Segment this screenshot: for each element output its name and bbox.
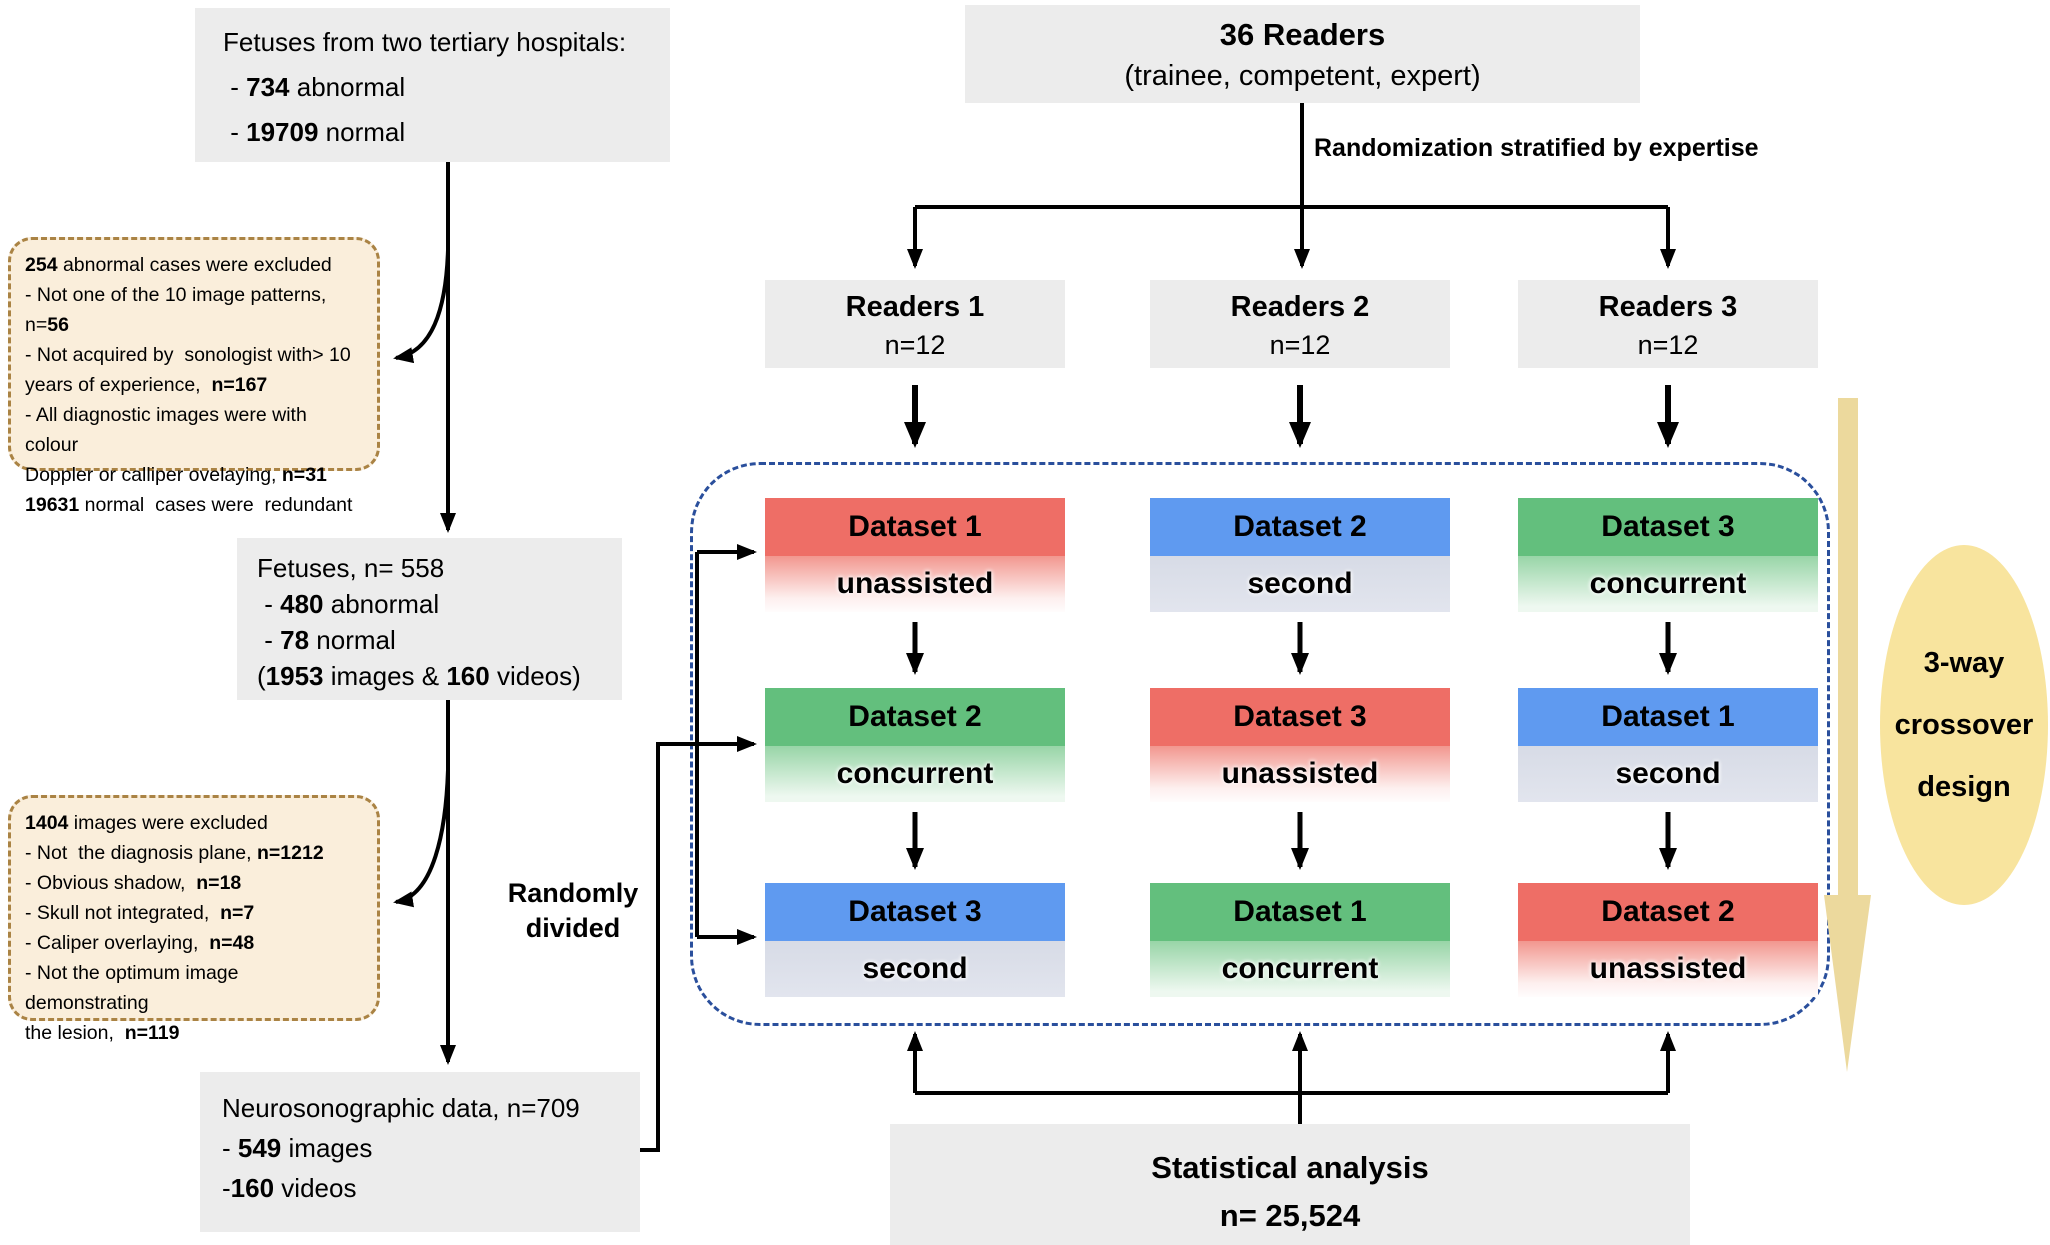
text-line: - 480 abnormal <box>257 589 440 619</box>
text-line: - Obvious shadow, n=18 <box>25 872 242 894</box>
text-line: divided <box>525 913 621 943</box>
dataset-mode: second <box>1150 556 1450 612</box>
readers-group-n: n=12 <box>884 330 946 360</box>
text-line: years of experience, n=167 <box>25 374 268 396</box>
fetuses-box: Fetuses, n= 558 - 480 abnormal - 78 norm… <box>237 538 622 700</box>
readers36-subtitle: (trainee, competent, expert) <box>1124 60 1481 92</box>
text-line: Fetuses from two tertiary hospitals: <box>223 27 627 57</box>
readers-group-title: Readers 2 <box>1230 291 1370 323</box>
dataset-mode: concurrent <box>1518 556 1818 612</box>
dataset-mode: unassisted <box>1518 941 1818 997</box>
dataset-mode: unassisted <box>765 556 1065 612</box>
readers36-box: 36 Readers (trainee, competent, expert) <box>965 5 1640 103</box>
exclusion1-note: 254 abnormal cases were excluded - Not on… <box>8 237 380 516</box>
text-line: -160 videos <box>222 1173 357 1203</box>
stats-title: Statistical analysis <box>1151 1150 1429 1185</box>
text-line: - 19709 normal <box>223 117 406 147</box>
readers-group-n: n=12 <box>1637 330 1699 360</box>
dataset-mode: second <box>765 941 1065 997</box>
dataset-name: Dataset 1 <box>1150 883 1450 941</box>
text-line: - All diagnostic images were with colour <box>25 404 313 456</box>
text-line: Randomly <box>507 878 639 908</box>
text-line: 254 abnormal cases were excluded <box>25 254 332 276</box>
readers-group-n: n=12 <box>1269 330 1331 360</box>
readers36-title: 36 Readers <box>1219 17 1386 52</box>
text-line: - Caliper overlaying, n=48 <box>25 932 255 954</box>
neurosonographic-box: Neurosonographic data, n=709 - 549 images… <box>200 1072 640 1232</box>
crossover-direction-arrow <box>1824 398 1871 1072</box>
text-line: - Skull not integrated, n=7 <box>25 902 255 924</box>
dataset-name: Dataset 3 <box>1518 498 1818 556</box>
dataset-name: Dataset 3 <box>765 883 1065 941</box>
readers-group-title: Readers 1 <box>845 291 985 323</box>
randomly-divided-label: Randomly divided <box>498 876 648 946</box>
text-line: - Not one of the 10 image patterns, n=56 <box>25 284 332 336</box>
exclusion2-note: 1404 images were excluded - Not the diagn… <box>8 795 380 1044</box>
text-line: - 734 abnormal <box>223 72 406 102</box>
crossover-design-ellipse: 3-way crossover design <box>1880 545 2048 905</box>
arrow-to-exclusion1 <box>393 249 450 364</box>
dataset-name: Dataset 2 <box>1150 498 1450 556</box>
dataset-name: Dataset 2 <box>765 688 1065 746</box>
text-line: Doppler or calliper ovelaying, n=31 <box>25 464 327 486</box>
text-line: design <box>1917 771 2011 803</box>
dataset-name: Dataset 3 <box>1150 688 1450 746</box>
text-line: - 549 images <box>222 1133 373 1163</box>
text-line: crossover <box>1894 709 2034 741</box>
text-line: - Not the optimum image demonstrating <box>25 962 244 1014</box>
hospitals-box: Fetuses from two tertiary hospitals: - 7… <box>195 8 670 162</box>
dataset-mode: second <box>1518 746 1818 802</box>
dataset-name: Dataset 1 <box>1518 688 1818 746</box>
readers-group-2: Readers 2 n=12 <box>1150 280 1450 368</box>
arrow-to-exclusion2 <box>393 769 450 908</box>
statistical-analysis-box: Statistical analysis n= 25,524 <box>890 1124 1690 1245</box>
dataset-name: Dataset 2 <box>1518 883 1818 941</box>
randomization-label: Randomization stratified by expertise <box>1314 134 1759 162</box>
text-line: - 78 normal <box>257 625 396 655</box>
text-line: - Not the diagnosis plane, n=1212 <box>25 842 324 864</box>
text-line: 19631 normal cases were redundant <box>25 494 353 516</box>
dataset-mode: unassisted <box>1150 746 1450 802</box>
dataset-mode: concurrent <box>765 746 1065 802</box>
text-line: the lesion, n=119 <box>25 1022 180 1044</box>
text-line: Neurosonographic data, n=709 <box>222 1093 580 1123</box>
text-line: 1404 images were excluded <box>25 812 268 834</box>
stats-n: n= 25,524 <box>1219 1198 1361 1233</box>
text-line: 3-way <box>1923 647 2005 679</box>
readers-group-1: Readers 1 n=12 <box>765 280 1065 368</box>
text-line: (1953 images & 160 videos) <box>257 661 581 691</box>
readers-group-title: Readers 3 <box>1598 291 1738 323</box>
dataset-name: Dataset 1 <box>765 498 1065 556</box>
dataset-mode: concurrent <box>1150 941 1450 997</box>
text-line: - Not acquired by sonologist with> 10 <box>25 344 351 366</box>
text-line: Fetuses, n= 558 <box>257 553 445 583</box>
readers-group-3: Readers 3 n=12 <box>1518 280 1818 368</box>
